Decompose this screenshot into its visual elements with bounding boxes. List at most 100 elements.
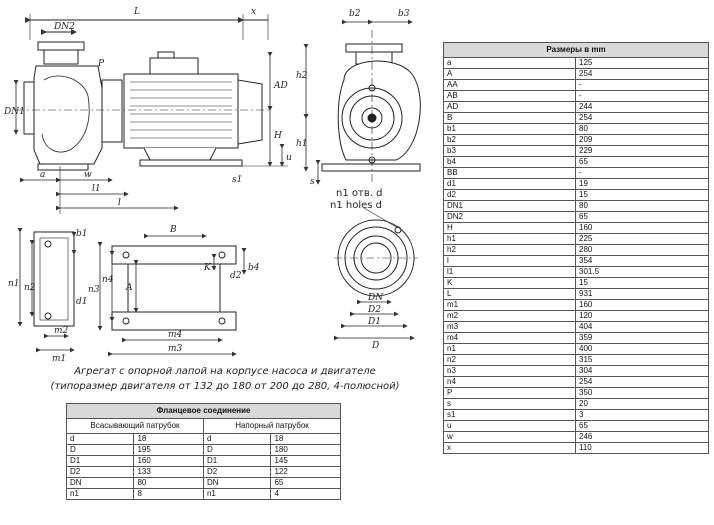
size-key: b4 (443, 156, 576, 168)
label-m3: m3 (168, 344, 183, 354)
label-D: D (371, 341, 379, 351)
label-DN: DN (367, 293, 384, 303)
size-key: AA (443, 79, 576, 91)
size-value: 125 (575, 57, 709, 69)
base-view-left (17, 228, 77, 353)
size-key: d1 (443, 178, 576, 190)
label-h1: h1 (296, 139, 308, 149)
size-key: s (443, 398, 576, 410)
size-key: DN1 (443, 200, 576, 212)
sizes-row: AA- (443, 79, 709, 91)
label-m4: m4 (168, 330, 183, 340)
label-n2: n2 (24, 283, 36, 293)
suction-key: D (65, 444, 135, 456)
size-value: - (575, 90, 709, 102)
size-value: 65 (575, 420, 709, 432)
size-value: - (575, 79, 709, 91)
size-value: 404 (575, 321, 709, 333)
size-value: 80 (575, 200, 709, 212)
size-key: n3 (443, 365, 576, 377)
size-value: 19 (575, 178, 709, 190)
size-value: 15 (575, 277, 709, 289)
size-value: 354 (575, 255, 709, 267)
label-b3: b3 (398, 9, 410, 19)
label-u: u (286, 153, 292, 163)
size-value: 160 (575, 222, 709, 234)
discharge-key: D2 (202, 466, 272, 478)
label-D2: D2 (367, 305, 381, 315)
size-key: K (443, 277, 576, 289)
discharge-key: d (202, 433, 272, 445)
size-value: 65 (575, 211, 709, 223)
size-key: m3 (443, 321, 576, 333)
size-value: 315 (575, 354, 709, 366)
size-key: u (443, 420, 576, 432)
suction-key: D2 (65, 466, 135, 478)
label-l1: l1 (92, 184, 101, 194)
caption-line-2: (типоразмер двигателя от 132 до 180 от 2… (50, 381, 400, 392)
size-key: s1 (443, 409, 576, 421)
sizes-table-title: Размеры в mm (443, 42, 709, 58)
size-key: AD (443, 101, 576, 113)
suction-value: 8 (133, 488, 204, 500)
size-value: 400 (575, 343, 709, 355)
size-value: 359 (575, 332, 709, 344)
label-d1: d1 (76, 297, 88, 307)
size-value: 3 (575, 409, 709, 421)
label-s1: s1 (232, 175, 242, 185)
flange-table: Фланцевое соединение Всасывающий патрубо… (65, 403, 342, 500)
technical-drawing: L x DN2 P DN1 AD H u s1 a w l1 l b2 b3 h… (3, 7, 421, 364)
label-n1-base: n1 (8, 279, 20, 289)
label-w: w (84, 170, 92, 180)
size-key: m1 (443, 299, 576, 311)
label-x: x (251, 7, 256, 17)
size-key: BB (443, 167, 576, 179)
size-key: l1 (443, 266, 576, 278)
suction-value: 160 (133, 455, 204, 467)
label-A: A (125, 283, 133, 293)
size-key: L (443, 288, 576, 300)
size-key: m2 (443, 310, 576, 322)
size-key: b2 (443, 134, 576, 146)
label-K: K (203, 263, 212, 273)
side-view (13, 14, 288, 214)
size-value: 209 (575, 134, 709, 146)
label-m2: m2 (54, 326, 69, 336)
size-value: 254 (575, 376, 709, 388)
suction-header: Всасывающий патрубок (66, 418, 204, 434)
label-s: s (310, 177, 315, 187)
discharge-value: 122 (270, 466, 341, 478)
size-value: 20 (575, 398, 709, 410)
size-key: B (443, 112, 576, 124)
size-value: 160 (575, 299, 709, 311)
size-value: 350 (575, 387, 709, 399)
suction-key: d (65, 433, 135, 445)
size-value: 244 (575, 101, 709, 113)
discharge-value: 4 (270, 488, 341, 500)
suction-key: D1 (65, 455, 135, 467)
